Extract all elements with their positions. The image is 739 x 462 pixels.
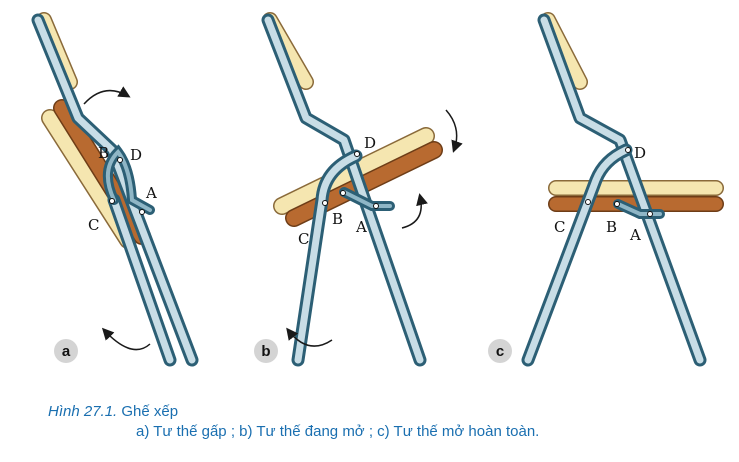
panel-c-point-b: B (606, 218, 617, 236)
panel-c-fully-open: D C B A c (488, 12, 724, 367)
caption-line-1: Hình 27.1. Ghế xếp (48, 402, 539, 422)
panel-b-point-a: A (355, 218, 367, 236)
panel-a-point-d: D (130, 146, 142, 164)
panel-a-point-b: B (98, 144, 109, 162)
figure-caption: Hình 27.1. Ghế xếp a) Tư thế gấp ; b) Tư… (48, 402, 539, 442)
panel-a-badge-circle (54, 339, 78, 363)
panel-a-point-a: A (145, 184, 157, 202)
caption-title: Ghế xếp (121, 403, 179, 420)
caption-subtitle: a) Tư thế gấp ; b) Tư thế đang mở ; c) T… (136, 423, 540, 440)
panel-a-point-c: C (88, 216, 99, 234)
panel-c-badge: c (496, 343, 504, 360)
panel-b-point-c: C (298, 230, 309, 248)
panel-b-point-d: D (364, 134, 376, 152)
panel-b-badge-circle (254, 339, 278, 363)
panel-b-badge: b (261, 343, 270, 360)
folding-chair-figure: B D A C a D B A (31, 12, 724, 367)
panel-c-badge-circle (488, 339, 512, 363)
panel-c-point-c: C (554, 218, 565, 236)
panel-b-point-b: B (332, 210, 343, 228)
panel-c-point-d: D (634, 144, 646, 162)
panel-b-opening: D B A C b (254, 12, 463, 367)
caption-label: Hình 27.1. (48, 403, 118, 420)
panel-a-folded: B D A C a (31, 12, 199, 367)
panel-c-point-a: A (629, 226, 641, 244)
panel-a-badge: a (62, 343, 71, 360)
